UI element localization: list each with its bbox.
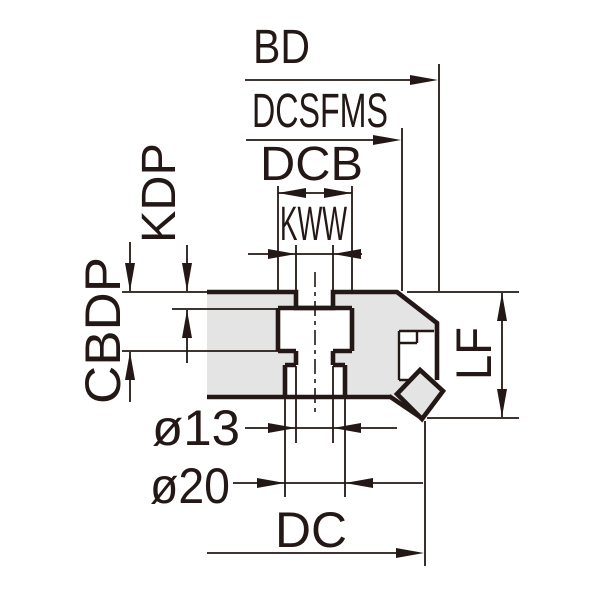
label-dc: DC (275, 502, 347, 558)
label-dcb: DCB (260, 138, 363, 191)
bore13-right-arrowhead (333, 423, 361, 433)
kww-left-arrowhead (268, 249, 296, 259)
center-bore-cutout (296, 351, 333, 365)
dcb-right-arrowhead (324, 188, 352, 198)
lf-top-arrowhead (497, 293, 507, 321)
cutter-body (207, 289, 447, 423)
bore13-left-arrowhead (268, 423, 296, 433)
center-bore-outline (293, 351, 336, 365)
kww-extension-lines (295, 245, 334, 291)
bore13-extension-lines (295, 366, 334, 443)
label-bore20: ø20 (150, 458, 230, 514)
dcsfms-arrowhead (373, 135, 401, 145)
kww-right-arrowhead (333, 249, 361, 259)
dimension-labels: BD DCSFMS DCB KWW KDP CBDP LF ø13 ø20 DC (75, 21, 502, 558)
label-bd: BD (253, 21, 310, 74)
label-kww: KWW (280, 198, 347, 251)
kdp-up-arrowhead (182, 310, 192, 338)
bore20-extension-lines (284, 399, 346, 497)
bottom-bevel-edge (387, 394, 425, 421)
label-cbdp: CBDP (75, 257, 131, 404)
bore20-right-arrowhead (345, 478, 373, 488)
arrowheads (125, 75, 507, 558)
extension-lines (122, 64, 519, 566)
body-top-outline (207, 289, 440, 380)
label-dcsfms: DCSFMS (252, 85, 388, 138)
bd-arrowhead (410, 75, 438, 85)
kdp-down-arrowhead (182, 263, 192, 291)
dc-arrowhead (396, 548, 424, 558)
label-kdp: KDP (133, 143, 186, 243)
bottom-recess-outline (282, 362, 348, 397)
dcb-extension-lines (277, 186, 353, 291)
cbdp-down-arrowhead (125, 263, 135, 291)
label-lf: LF (446, 327, 502, 380)
bore20-left-arrowhead (257, 478, 285, 488)
lf-bottom-arrowhead (497, 389, 507, 417)
label-bore13: ø13 (152, 400, 240, 456)
cbdp-up-arrowhead (125, 352, 135, 380)
dcb-left-arrowhead (278, 188, 306, 198)
